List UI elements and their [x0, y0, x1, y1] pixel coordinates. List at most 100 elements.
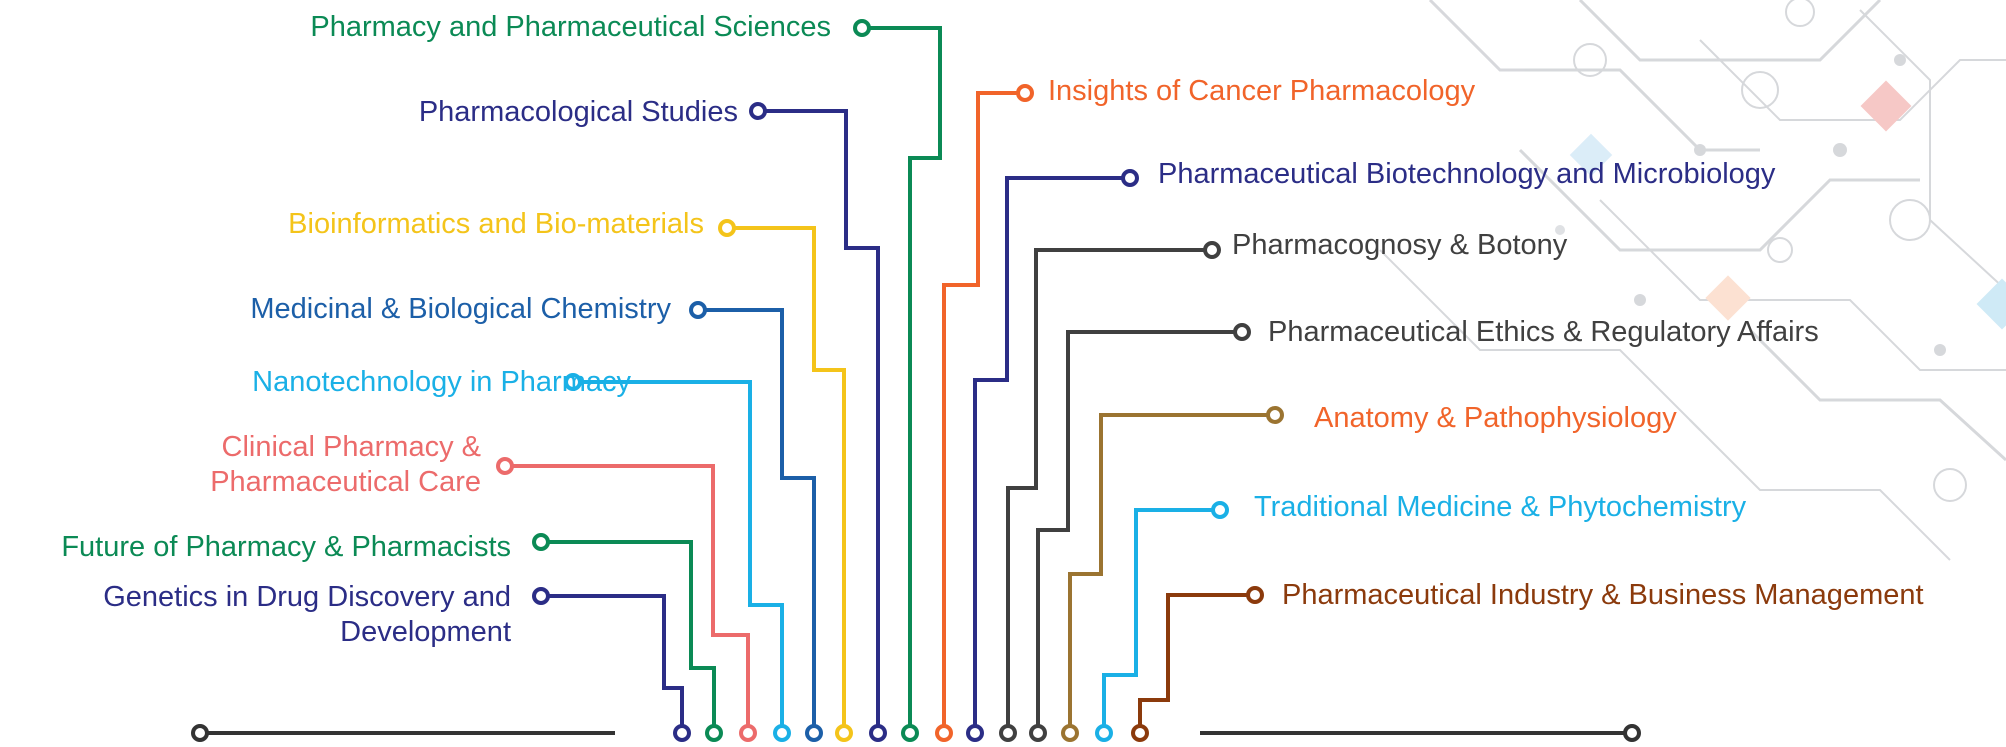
wire-endpoint-icon — [749, 102, 767, 120]
wire-base-node-icon — [935, 724, 953, 742]
label-line: Anatomy & Pathophysiology — [1314, 402, 1677, 434]
label-line: Pharmaceutical Biotechnology and Microbi… — [1158, 158, 1776, 190]
wire-line — [758, 109, 880, 740]
wire-base-node-icon — [1061, 724, 1079, 742]
wire-line — [973, 176, 1130, 740]
wire-base-node-icon — [805, 724, 823, 742]
label-line: Development — [340, 615, 511, 648]
wire-line — [1138, 593, 1255, 740]
label-line: Pharmaceutical Industry & Business Manag… — [1282, 579, 1924, 611]
wire-base-node-icon — [773, 724, 791, 742]
left-label-4: Nanotechnology in Pharmacy — [252, 365, 631, 400]
wire-endpoint-icon — [1203, 241, 1221, 259]
left-wire-7 — [532, 587, 691, 742]
baseline-end-icon — [191, 724, 209, 742]
wire-endpoint-icon — [532, 587, 550, 605]
left-label-6: Future of Pharmacy & Pharmacists — [61, 530, 511, 565]
right-label-5: Traditional Medicine & Phytochemistry — [1254, 490, 1746, 525]
wire-line — [1102, 508, 1220, 740]
wire-endpoint-icon — [1233, 323, 1251, 341]
wire-base-node-icon — [1029, 724, 1047, 742]
wire-endpoint-icon — [496, 457, 514, 475]
wire-endpoint-icon — [564, 373, 582, 391]
wire-line — [942, 91, 1025, 740]
wire-base-node-icon — [869, 724, 887, 742]
right-wire-6 — [1131, 586, 1264, 742]
wire-line — [1006, 248, 1212, 740]
wire-line — [862, 26, 942, 740]
label-line: Traditional Medicine & Phytochemistry — [1254, 491, 1747, 523]
wire-line — [505, 464, 750, 740]
wire-base-node-icon — [999, 724, 1017, 742]
right-wire-1 — [966, 169, 1139, 742]
wire-line — [698, 308, 816, 740]
right-label-4: Anatomy & Pathophysiology — [1314, 401, 1677, 436]
label-line: Clinical Pharmacy & — [221, 431, 481, 463]
right-wire-3 — [1029, 323, 1251, 742]
right-wire-5 — [1095, 501, 1229, 742]
left-wire-1 — [749, 102, 887, 742]
left-wire-0 — [853, 19, 942, 742]
right-label-2: Pharmacognosy & Botony — [1232, 228, 1567, 263]
wire-line — [1036, 330, 1242, 740]
wire-base-node-icon — [1131, 724, 1149, 742]
left-wire-5 — [496, 457, 757, 742]
left-label-5: Clinical Pharmacy &Pharmaceutical Care — [210, 430, 481, 500]
right-label-6: Pharmaceutical Industry & Business Manag… — [1282, 578, 1924, 613]
wire-base-node-icon — [705, 724, 723, 742]
label-line: Bioinformatics and Bio-materials — [288, 208, 704, 240]
label-line: Pharmacy and Pharmaceutical Sciences — [310, 11, 831, 43]
left-label-3: Medicinal & Biological Chemistry — [250, 292, 671, 327]
wire-line — [1068, 413, 1275, 740]
wire-base-node-icon — [1095, 724, 1113, 742]
label-line: Pharmacognosy & Botony — [1232, 229, 1568, 261]
wire-base-node-icon — [673, 724, 691, 742]
right-wire-4 — [1061, 406, 1284, 742]
wire-line — [573, 380, 784, 740]
label-line: Pharmacological Studies — [418, 96, 738, 128]
wire-endpoint-icon — [853, 19, 871, 37]
wire-endpoint-icon — [1246, 586, 1264, 604]
wire-endpoint-icon — [718, 219, 736, 237]
left-label-0: Pharmacy and Pharmaceutical Sciences — [310, 10, 831, 45]
label-line: Pharmaceutical Ethics & Regulatory Affai… — [1268, 316, 1819, 348]
wire-base-node-icon — [835, 724, 853, 742]
wire-line — [541, 594, 684, 740]
wire-endpoint-icon — [532, 533, 550, 551]
label-line: Pharmaceutical Care — [210, 465, 481, 498]
wire-endpoint-icon — [689, 301, 707, 319]
right-wire-2 — [999, 241, 1221, 742]
background-circuit-pattern — [1379, 0, 2006, 561]
wires-layer — [191, 19, 1641, 742]
right-label-3: Pharmaceutical Ethics & Regulatory Affai… — [1268, 315, 1819, 350]
left-baseline — [191, 724, 615, 742]
wire-base-node-icon — [901, 724, 919, 742]
left-wire-6 — [532, 533, 723, 742]
wire-line — [541, 540, 716, 740]
left-label-2: Bioinformatics and Bio-materials — [288, 207, 704, 242]
left-wire-4 — [564, 373, 791, 742]
left-wire-2 — [718, 219, 853, 742]
right-label-1: Pharmaceutical Biotechnology and Microbi… — [1158, 157, 1775, 192]
wire-base-node-icon — [739, 724, 757, 742]
right-label-0: Insights of Cancer Pharmacology — [1048, 74, 1475, 109]
label-line: Medicinal & Biological Chemistry — [250, 293, 671, 325]
left-wire-3 — [689, 301, 823, 742]
label-line: Future of Pharmacy & Pharmacists — [61, 531, 511, 563]
wire-endpoint-icon — [1121, 169, 1139, 187]
label-line: Nanotechnology in Pharmacy — [252, 366, 631, 398]
wire-endpoint-icon — [1211, 501, 1229, 519]
wire-endpoint-icon — [1266, 406, 1284, 424]
label-line: Genetics in Drug Discovery and — [103, 581, 511, 613]
right-baseline — [1200, 724, 1641, 742]
baseline-end-icon — [1623, 724, 1641, 742]
left-label-1: Pharmacological Studies — [419, 95, 738, 130]
right-wire-0 — [935, 84, 1034, 742]
wire-base-node-icon — [966, 724, 984, 742]
label-line: Insights of Cancer Pharmacology — [1048, 75, 1476, 107]
wire-endpoint-icon — [1016, 84, 1034, 102]
wire-line — [727, 226, 846, 740]
